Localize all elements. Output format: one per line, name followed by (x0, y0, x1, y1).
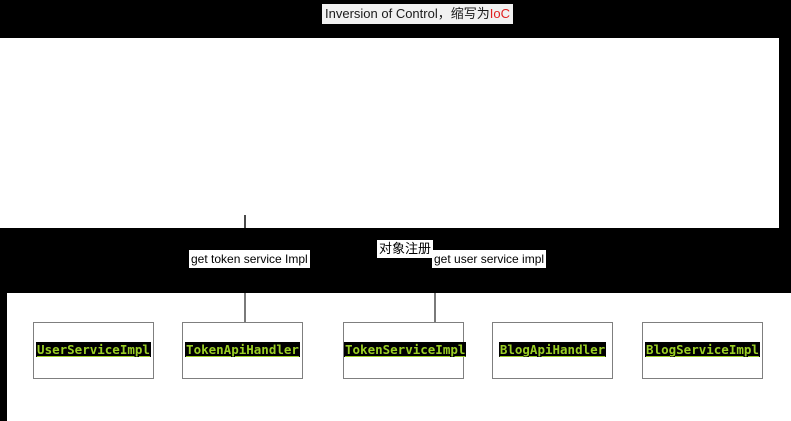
node-label-wrapper: BlogApiHandler (493, 341, 612, 359)
node-label: TokenApiHandler (185, 342, 300, 357)
node-blog-service-impl[interactable]: BlogServiceImpl (642, 322, 763, 379)
connector-line-token-service-impl (434, 293, 436, 322)
page-title-main: Inversion of Control，缩写为 (325, 6, 490, 21)
node-label-wrapper: BlogServiceImpl (643, 341, 762, 359)
node-label: BlogServiceImpl (645, 342, 760, 357)
middle-black-band (0, 228, 791, 293)
node-token-service-impl[interactable]: TokenServiceImpl (343, 322, 467, 379)
node-label-wrapper: UserServiceImpl (34, 341, 153, 359)
page-title-accent: IoC (489, 6, 510, 21)
node-token-api-handler[interactable]: TokenApiHandler (182, 322, 303, 379)
connector-line-token-api-handler (244, 293, 246, 322)
node-blog-api-handler[interactable]: BlogApiHandler (492, 322, 613, 379)
node-label: BlogApiHandler (498, 342, 607, 357)
node-label-wrapper: TokenServiceImpl (344, 341, 467, 359)
node-label-wrapper: TokenApiHandler (183, 341, 302, 359)
node-user-service-impl[interactable]: UserServiceImpl (33, 322, 154, 379)
upper-panel (0, 38, 779, 228)
edge-label-get-user-service-impl: get user service impl (432, 250, 547, 268)
edge-label-get-token-service-impl: get token service Impl (189, 250, 310, 268)
edge-label-object-registration: 对象注册 (377, 240, 434, 258)
node-label: TokenServiceImpl (344, 342, 467, 357)
node-label: UserServiceImpl (36, 342, 151, 357)
connector-stub-upper (244, 215, 246, 228)
